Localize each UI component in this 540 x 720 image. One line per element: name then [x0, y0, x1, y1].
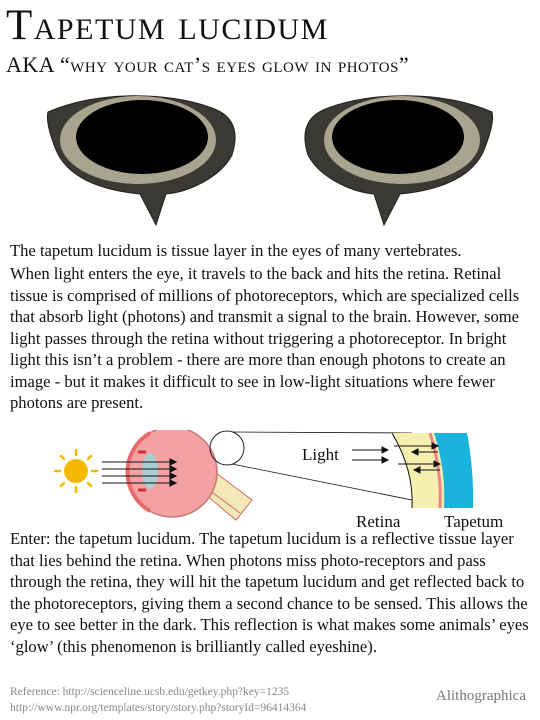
sun-icon [53, 448, 99, 494]
closeup-light-arrows [352, 442, 442, 474]
reference-link-1: Reference: http://scienceline.ucsb.edu/g… [10, 686, 290, 698]
page-title: Tapetum lucidum [6, 2, 329, 49]
artist-credit: Alithographica [436, 688, 526, 704]
page-subtitle: AKA “why your cat’s eyes glow in photos” [6, 52, 410, 77]
left-cat-eye [47, 95, 236, 227]
light-label: Light [302, 445, 339, 464]
eye-diagram [53, 430, 474, 521]
right-cat-eye [304, 95, 493, 227]
reference-link-2: http://www.npr.org/templates/story/story… [10, 702, 307, 714]
incoming-light-arrows [102, 458, 178, 487]
tapetum-label: Tapetum [444, 512, 504, 531]
retina-paragraph: When light enters the eye, it travels to… [10, 264, 520, 412]
cat-eyes-illustration [47, 95, 493, 227]
tapetum-paragraph: Enter: the tapetum lucidum. The tapetum … [10, 529, 529, 656]
retina-label: Retina [356, 512, 401, 531]
intro-paragraph: The tapetum lucidum is tissue layer in t… [10, 241, 462, 260]
